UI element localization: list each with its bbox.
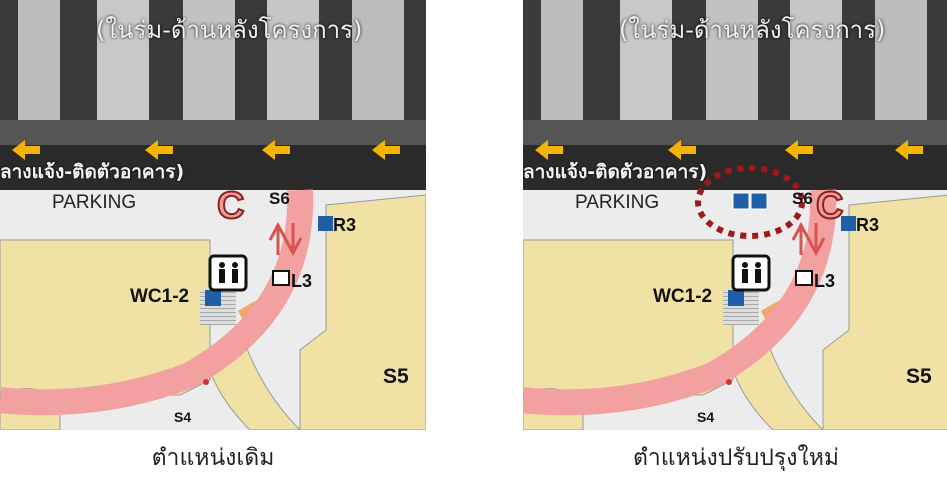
- wheelchair-icon: [732, 192, 750, 210]
- up-down-arrows-icon: [791, 221, 826, 257]
- label-wc: WC1-2: [130, 286, 190, 307]
- caption-original: ตำแหน่งเดิม: [151, 445, 275, 471]
- label-l3: L3: [814, 271, 836, 291]
- label-l3: L3: [291, 271, 313, 291]
- route-dot: [203, 379, 209, 385]
- roof-column: [18, 0, 60, 120]
- roof-column: [97, 0, 149, 122]
- shop-block-right: [299, 194, 426, 430]
- map-drawing: [523, 0, 947, 430]
- map-drawing: [0, 0, 426, 430]
- caption-improved: ตำแหน่งปรับปรุงใหม่: [632, 445, 840, 471]
- map-improved: (ในร่ม-ด้านหลังโครงการ) ลางแจ้ง-ติดตัวอา…: [523, 0, 947, 430]
- building-label-outdoor: ลางแจ้ง-ติดตัวอาคาร): [0, 161, 185, 183]
- shop-block-right: [822, 194, 947, 430]
- roof-edge: [523, 120, 947, 145]
- roof-column: [875, 0, 927, 122]
- building-label-indoor: (ในร่ม-ด้านหลังโครงการ): [619, 16, 886, 44]
- label-s6: S6: [792, 189, 813, 208]
- arrow-left-icon: [535, 140, 923, 160]
- label-r3: R3: [333, 215, 357, 235]
- arrow-left-icon: [12, 140, 400, 160]
- zone-c-marker: C: [815, 185, 844, 227]
- wheelchair-icon: [750, 192, 768, 210]
- label-wc: WC1-2: [653, 286, 713, 307]
- label-s5: S5: [383, 365, 409, 388]
- label-r3: R3: [856, 215, 880, 235]
- wheelchair-icon: [205, 290, 221, 306]
- wheelchair-icon: [728, 290, 744, 306]
- restroom-icon: [208, 254, 248, 292]
- roof-column: [541, 0, 583, 120]
- roof-column: [790, 0, 842, 122]
- shop-block-left: [523, 239, 734, 396]
- roof-column: [706, 0, 758, 122]
- elevator-icon: [272, 270, 290, 286]
- up-down-arrows-icon: [268, 221, 303, 257]
- parking-label: PARKING: [52, 192, 137, 213]
- label-s4: S4: [174, 409, 192, 425]
- building-label-indoor: (ในร่ม-ด้านหลังโครงการ): [96, 16, 363, 44]
- highlight-circle: [695, 165, 805, 239]
- building-label-outdoor: ลางแจ้ง-ติดตัวอาคาร): [523, 161, 708, 183]
- label-s5: S5: [906, 365, 932, 388]
- roof-column: [183, 0, 235, 122]
- label-s6: S6: [269, 189, 290, 208]
- route-dot: [726, 379, 732, 385]
- label-s4: S4: [697, 409, 715, 425]
- wheelchair-icon: [318, 216, 333, 231]
- shop-block-left: [0, 239, 211, 396]
- roof-edge: [0, 120, 426, 145]
- parking-label: PARKING: [575, 192, 660, 213]
- map-original: (ในร่ม-ด้านหลังโครงการ) ลางแจ้ง-ติดตัวอา…: [0, 0, 426, 430]
- roof-column: [352, 0, 404, 122]
- restroom-icon: [731, 254, 771, 292]
- road-strip: [523, 145, 947, 190]
- road-strip: [0, 145, 426, 190]
- roof-column: [620, 0, 672, 122]
- wheelchair-icon: [841, 216, 856, 231]
- roof-column: [267, 0, 319, 122]
- zone-c-marker: C: [216, 185, 245, 227]
- elevator-icon: [795, 270, 813, 286]
